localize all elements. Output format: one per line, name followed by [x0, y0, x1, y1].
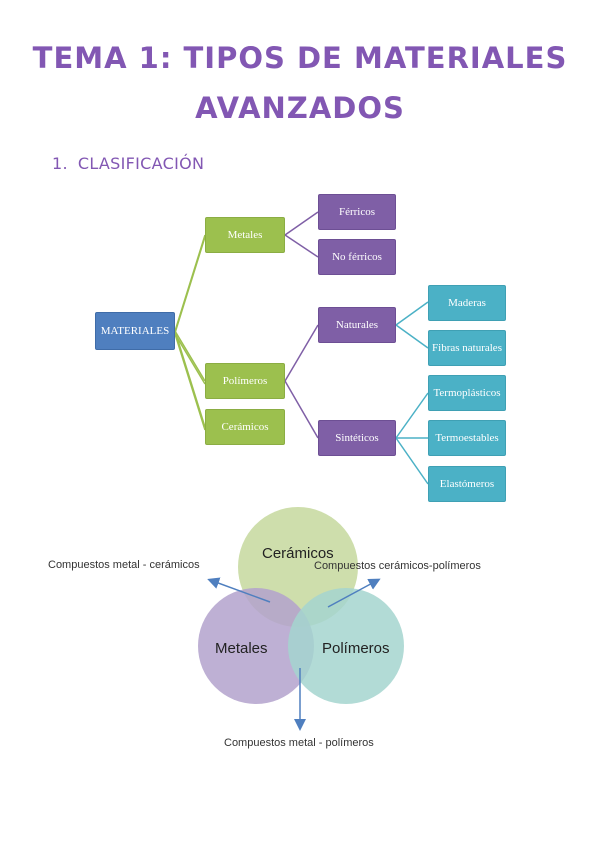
connector-metales-ferricos: [284, 211, 319, 236]
connector-sinteticos-termoplasticos: [395, 392, 429, 439]
venn-label-metales: Metales: [215, 640, 268, 657]
node-ferricos: Férricos: [318, 194, 396, 230]
connector-polimeros-sinteticos: [284, 380, 319, 439]
tree-connectors: [174, 211, 429, 485]
section-number: 1.: [52, 154, 68, 173]
node-maderas: Maderas: [428, 285, 506, 321]
page-title-line-1: TEMA 1: TIPOS DE MATERIALES: [32, 41, 568, 75]
arrow-ceramicos-polimeros: [327, 578, 381, 608]
label-compuestos-metal-ceramicos: Compuestos metal - cerámicos: [48, 559, 200, 571]
node-polimeros: Polímeros: [205, 363, 285, 399]
node-sinteticos: Sintéticos: [318, 420, 396, 456]
node-fibras-naturales: Fibras naturales: [428, 330, 506, 366]
section-heading-text: CLASIFICACIÓN: [77, 154, 205, 173]
root-connectors: [174, 234, 206, 431]
connector-root-ceramicos: [174, 330, 206, 428]
connector-sinteticos-elastomeros: [395, 437, 429, 485]
node-metales: Metales: [205, 217, 285, 253]
circle-polimeros: [288, 588, 404, 704]
level2-connectors: [395, 301, 429, 485]
node-elastomeros: Elastómeros: [428, 466, 506, 502]
node-materiales: MATERIALES: [95, 312, 175, 350]
section-heading: 1. CLASIFICACIÓN: [52, 154, 204, 173]
venn-label-polimeros: Polímeros: [322, 640, 390, 657]
node-ceramicos: Cerámicos: [205, 409, 285, 445]
arrow-metal-ceramicos: [207, 577, 271, 603]
circle-metales: [198, 588, 314, 704]
connector-polimeros-naturales: [284, 324, 319, 382]
connector-naturales-fibras: [395, 324, 429, 349]
label-compuestos-metal-polimeros: Compuestos metal - polímeros: [224, 737, 374, 749]
connector-naturales-maderas: [395, 301, 429, 326]
venn-label-ceramicos: Cerámicos: [262, 545, 334, 562]
level1-connectors: [284, 211, 319, 439]
node-termoestables: Termoestables: [428, 420, 506, 456]
page-title-line-2: AVANZADOS: [195, 91, 405, 125]
node-termoplasticos: Termoplásticos: [428, 375, 506, 411]
label-compuestos-ceramicos-polimeros: Compuestos cerámicos-polímeros: [314, 560, 481, 572]
node-naturales: Naturales: [318, 307, 396, 343]
connector-metales-noferricos: [284, 234, 319, 258]
connector-root-polimeros: [174, 330, 206, 382]
node-no-ferricos: No férricos: [318, 239, 396, 275]
